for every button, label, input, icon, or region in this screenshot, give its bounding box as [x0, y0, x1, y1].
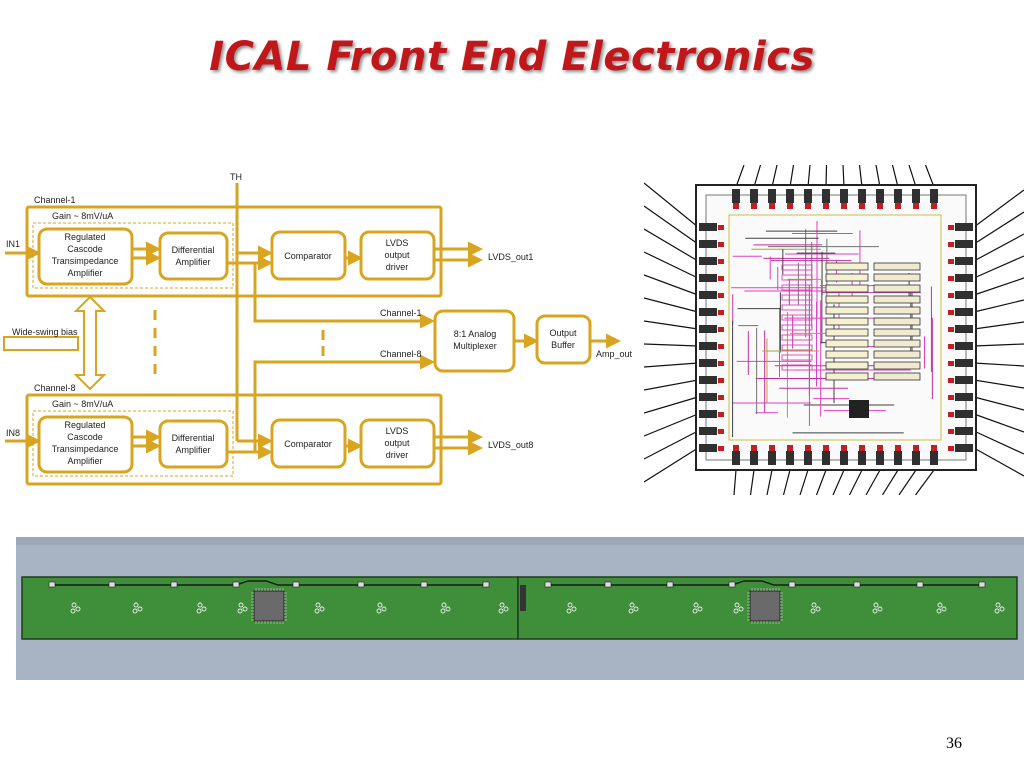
channel-8-gain: Gain ~ 8mV/uA	[52, 399, 113, 409]
lvds8-line-1: LVDS	[386, 426, 409, 436]
diff8-line-2: Amplifier	[175, 445, 210, 455]
mux-line-2: Multiplexer	[453, 341, 497, 351]
lvds-line-2: output	[384, 250, 410, 260]
lvds-line-3: driver	[386, 262, 409, 272]
mux-in-channel-1: Channel-1	[380, 308, 422, 318]
diff-line-1: Differential	[172, 245, 215, 255]
rcta-block-ch1	[37, 227, 134, 286]
lvds-out8-label: LVDS_out8	[488, 440, 533, 450]
buffer-line-2: Buffer	[551, 340, 575, 350]
comparator-block-ch8	[270, 418, 347, 469]
front-end-block-diagram: TH Channel-1 Gain ~ 8mV/uA IN1 LVDS_out1…	[3, 172, 633, 486]
chip-layout-image	[644, 165, 1024, 495]
buffer-line-1: Output	[549, 328, 577, 338]
channel-1-gain: Gain ~ 8mV/uA	[52, 211, 113, 221]
amp-out-label: Amp_out	[596, 349, 633, 359]
output-buffer-block	[535, 314, 592, 365]
pcb-board-image	[16, 537, 1024, 680]
diff8-line-1: Differential	[172, 433, 215, 443]
channel-8-label: Channel-8	[34, 383, 76, 393]
wide-swing-bias-label: Wide-swing bias	[12, 327, 78, 337]
lvds-out1-label: LVDS_out1	[488, 252, 533, 262]
rcta-line-2: Cascode	[67, 244, 103, 254]
diff-amp-block-ch8	[158, 419, 229, 469]
rcta8-line-4: Amplifier	[67, 456, 102, 466]
rcta8-line-3: Transimpedance	[52, 444, 119, 454]
mux-in-channel-8: Channel-8	[380, 349, 422, 359]
bias-double-arrow	[73, 295, 107, 391]
board-connector	[520, 585, 526, 611]
in1-label: IN1	[6, 239, 20, 249]
rcta-line-4: Amplifier	[67, 268, 102, 278]
lvds8-line-3: driver	[386, 450, 409, 460]
mux-block	[433, 309, 516, 373]
wide-swing-bias-bar	[3, 336, 79, 351]
page-number: 36	[946, 735, 962, 752]
mux-line-1: 8:1 Analog	[454, 329, 497, 339]
rcta-line-1: Regulated	[64, 232, 105, 242]
th-label: TH	[230, 172, 242, 182]
rcta-block-ch8	[37, 415, 134, 474]
rcta8-line-2: Cascode	[67, 432, 103, 442]
comparator-label: Comparator	[284, 251, 332, 261]
comparator8-label: Comparator	[284, 439, 332, 449]
rcta8-line-1: Regulated	[64, 420, 105, 430]
rcta-line-3: Transimpedance	[52, 256, 119, 266]
lvds-block-ch8	[359, 418, 436, 469]
comparator-block-ch1	[270, 230, 347, 281]
diff-amp-block-ch1	[158, 231, 229, 281]
channel-1-label: Channel-1	[34, 195, 76, 205]
lvds8-line-2: output	[384, 438, 410, 448]
lvds-block-ch1	[359, 230, 436, 281]
in8-label: IN8	[6, 428, 20, 438]
diff-line-2: Amplifier	[175, 257, 210, 267]
lvds-line-1: LVDS	[386, 238, 409, 248]
slide-title: ICAL Front End Electronics	[209, 34, 815, 80]
